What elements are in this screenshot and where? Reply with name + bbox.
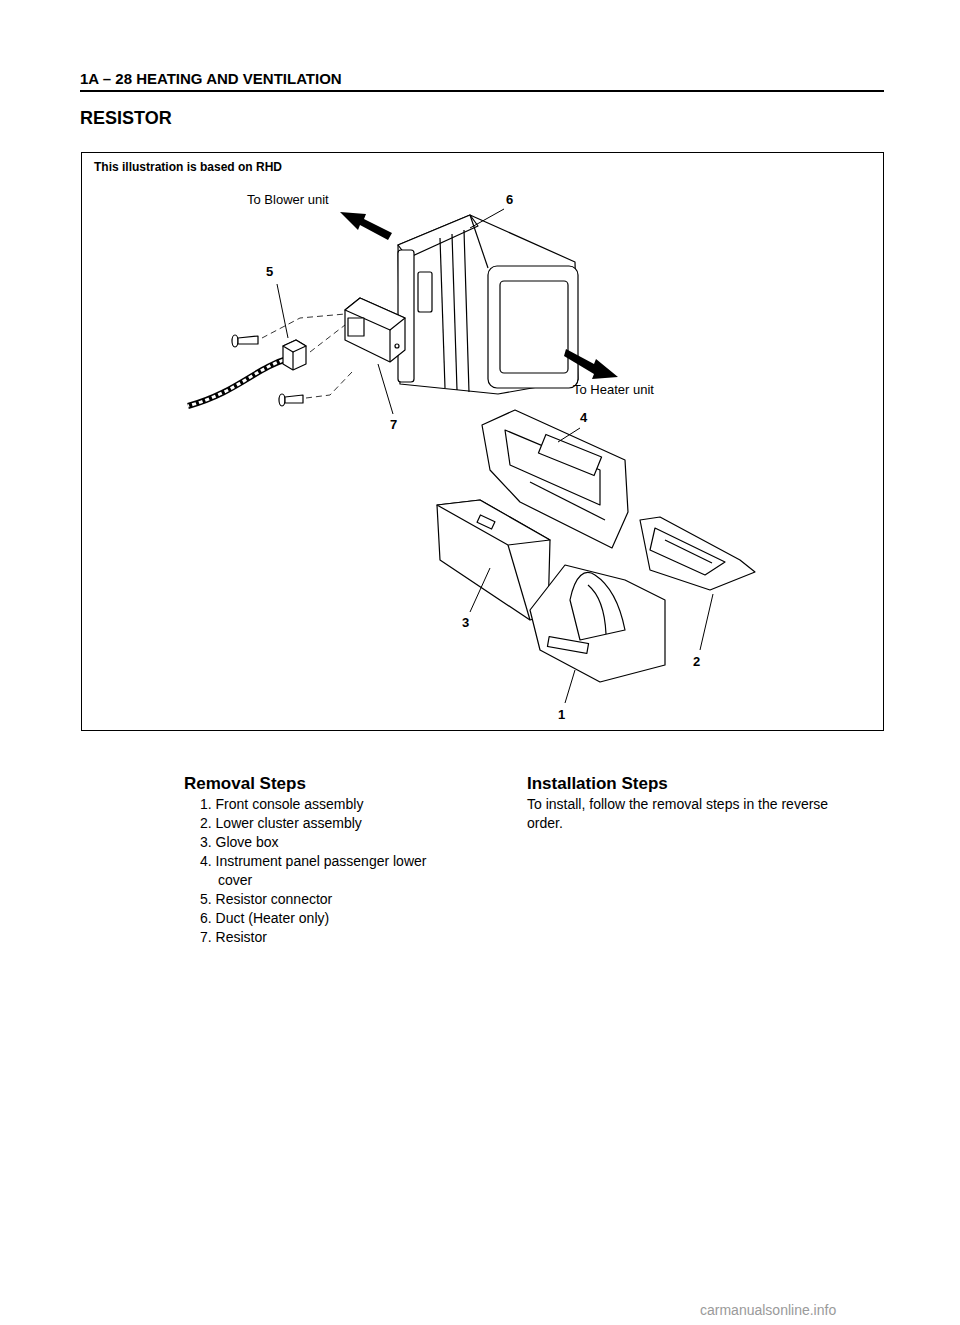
callout-number: 5	[266, 264, 273, 280]
callout-number: 3	[462, 615, 469, 631]
resistor-drawing	[345, 298, 405, 362]
frame-note: This illustration is based on RHD	[94, 160, 282, 174]
flow-label: To Heater unit	[573, 382, 654, 398]
step-item: 5. Resistor connector	[200, 890, 458, 909]
duct-drawing	[398, 215, 578, 394]
illustration-frame: This illustration is based on RHD	[81, 152, 884, 731]
flow-arrow	[340, 212, 618, 379]
callout-number: 2	[693, 654, 700, 670]
flow-label: To Blower unit	[247, 192, 329, 208]
section-title: RESISTOR	[80, 108, 172, 130]
lower-cluster-drawing	[640, 517, 755, 590]
connector-drawing	[188, 340, 306, 406]
step-item: 4. Instrument panel passenger lower cove…	[200, 852, 458, 890]
step-item: 3. Glove box	[200, 833, 458, 852]
leader-line	[277, 209, 713, 703]
step-item: 1. Front console assembly	[200, 795, 458, 814]
instruction-text: To install, follow the removal steps in …	[527, 795, 862, 833]
page-header: 1A – 28 HEATING AND VENTILATION	[80, 70, 342, 88]
callout-number: 6	[506, 192, 513, 208]
assembly-line	[262, 314, 352, 398]
console-drawing	[530, 565, 665, 682]
step-item: 6. Duct (Heater only)	[200, 909, 458, 928]
step-item: 2. Lower cluster assembly	[200, 814, 458, 833]
callout-number: 4	[580, 410, 587, 426]
screw-drawing	[232, 335, 303, 406]
section-heading: Removal Steps	[184, 774, 306, 794]
step-item: 7. Resistor	[200, 928, 458, 947]
glove-box-drawing	[437, 500, 550, 620]
watermark: carmanualsonline.info	[700, 1302, 836, 1319]
callout-number: 7	[390, 417, 397, 433]
callout-number: 1	[558, 707, 565, 723]
header-rule	[80, 90, 884, 92]
section-heading: Installation Steps	[527, 774, 668, 794]
